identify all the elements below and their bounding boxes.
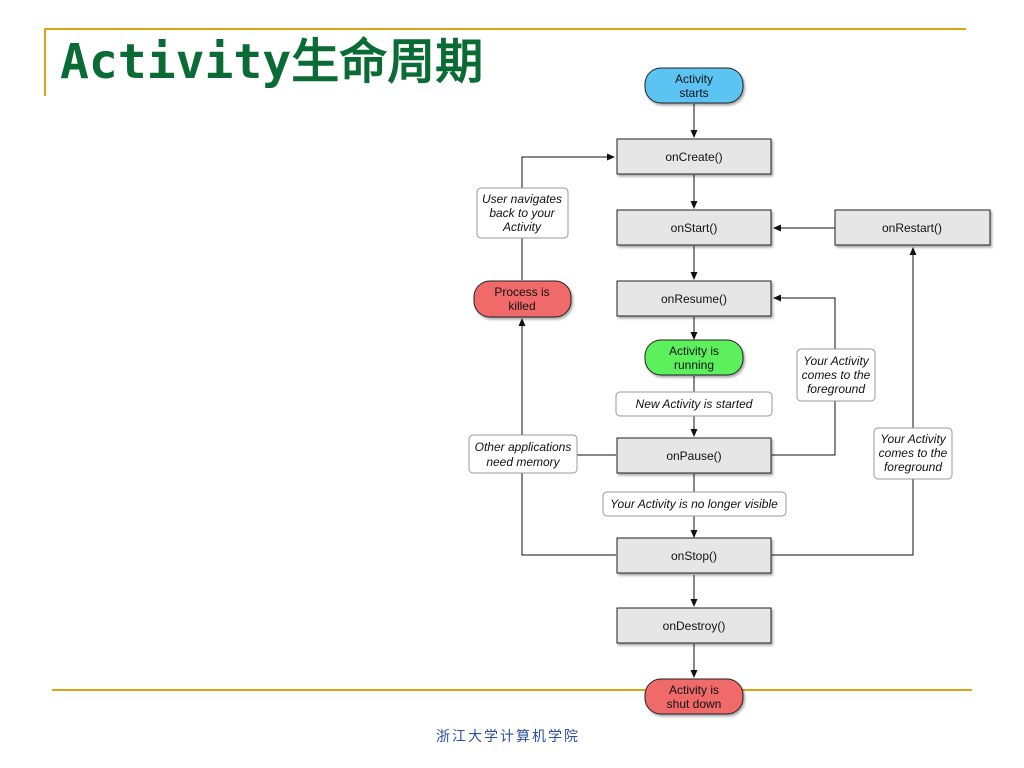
node-on-start-label: onStart() <box>671 221 718 235</box>
label-no-longer-visible-text: Your Activity is no longer visible <box>610 497 778 511</box>
label-user-navigates-back-line-3: Activity <box>502 220 542 234</box>
label-comes-to-foreground-restart-line-1: Your Activity <box>880 432 947 446</box>
node-activity-starts-line-1: Activity <box>675 72 713 86</box>
node-activity-starts-line-2: starts <box>679 86 708 100</box>
label-no-longer-visible: Your Activity is no longer visible <box>602 491 787 517</box>
node-activity-running: Activity is running <box>644 339 744 376</box>
node-process-killed: Process is killed <box>473 280 572 318</box>
slide-title: Activity生命周期 <box>60 38 483 86</box>
label-comes-to-foreground-resume-line-1: Your Activity <box>803 354 870 368</box>
label-comes-to-foreground-restart: Your Activity comes to the foreground <box>873 427 953 480</box>
node-on-resume: onResume() <box>616 280 772 317</box>
node-on-stop-label: onStop() <box>671 549 717 563</box>
node-on-create-label: onCreate() <box>665 150 722 164</box>
edge-killed-to-oncreate <box>521 153 615 280</box>
label-new-activity-started-text: New Activity is started <box>636 397 753 411</box>
node-on-restart: onRestart() <box>834 209 991 246</box>
label-comes-to-foreground-restart-line-3: foreground <box>884 460 942 474</box>
edge-onstop-to-killed <box>521 455 616 556</box>
node-on-destroy: onDestroy() <box>616 607 772 644</box>
node-activity-running-line-2: running <box>674 358 714 372</box>
label-other-apps-need-memory-line-2: need memory <box>486 455 560 469</box>
label-comes-to-foreground-resume-line-2: comes to the <box>802 368 871 382</box>
label-user-navigates-back-line-1: User navigates <box>482 192 562 206</box>
node-process-killed-line-1: Process is <box>494 285 549 299</box>
top-accent-rule <box>44 28 966 30</box>
node-activity-starts: Activity starts <box>644 67 744 104</box>
node-on-pause: onPause() <box>616 437 772 474</box>
node-activity-shut-down-line-2: shut down <box>667 697 722 711</box>
label-comes-to-foreground-restart-line-2: comes to the <box>879 446 948 460</box>
slide-title-latin: Activity <box>60 34 292 90</box>
left-accent-rule <box>44 28 46 96</box>
bottom-accent-rule <box>52 689 972 691</box>
node-on-pause-label: onPause() <box>666 449 721 463</box>
node-activity-shut-down-line-1: Activity is <box>669 683 719 697</box>
node-on-destroy-label: onDestroy() <box>663 619 726 633</box>
node-on-start: onStart() <box>616 209 772 246</box>
label-comes-to-foreground-resume: Your Activity comes to the foreground <box>796 348 876 402</box>
node-on-resume-label: onResume() <box>661 292 727 306</box>
label-other-apps-need-memory: Other applications need memory <box>468 434 578 474</box>
node-on-stop: onStop() <box>616 537 772 574</box>
node-activity-running-line-1: Activity is <box>669 344 719 358</box>
node-process-killed-line-2: killed <box>508 299 535 313</box>
node-on-create: onCreate() <box>616 138 772 175</box>
label-new-activity-started: New Activity is started <box>615 391 773 417</box>
node-on-restart-label: onRestart() <box>882 221 942 235</box>
label-comes-to-foreground-resume-line-3: foreground <box>807 382 865 396</box>
node-activity-shut-down: Activity is shut down <box>644 678 744 715</box>
slide-title-cjk: 生命周期 <box>291 34 484 90</box>
edge-onstop-to-onrestart <box>772 247 917 556</box>
label-other-apps-need-memory-line-1: Other applications <box>475 440 572 454</box>
footer-institution: 浙江大学计算机学院 <box>436 729 580 745</box>
label-user-navigates-back: User navigates back to your Activity <box>476 187 569 239</box>
label-user-navigates-back-line-2: back to your <box>489 206 555 220</box>
